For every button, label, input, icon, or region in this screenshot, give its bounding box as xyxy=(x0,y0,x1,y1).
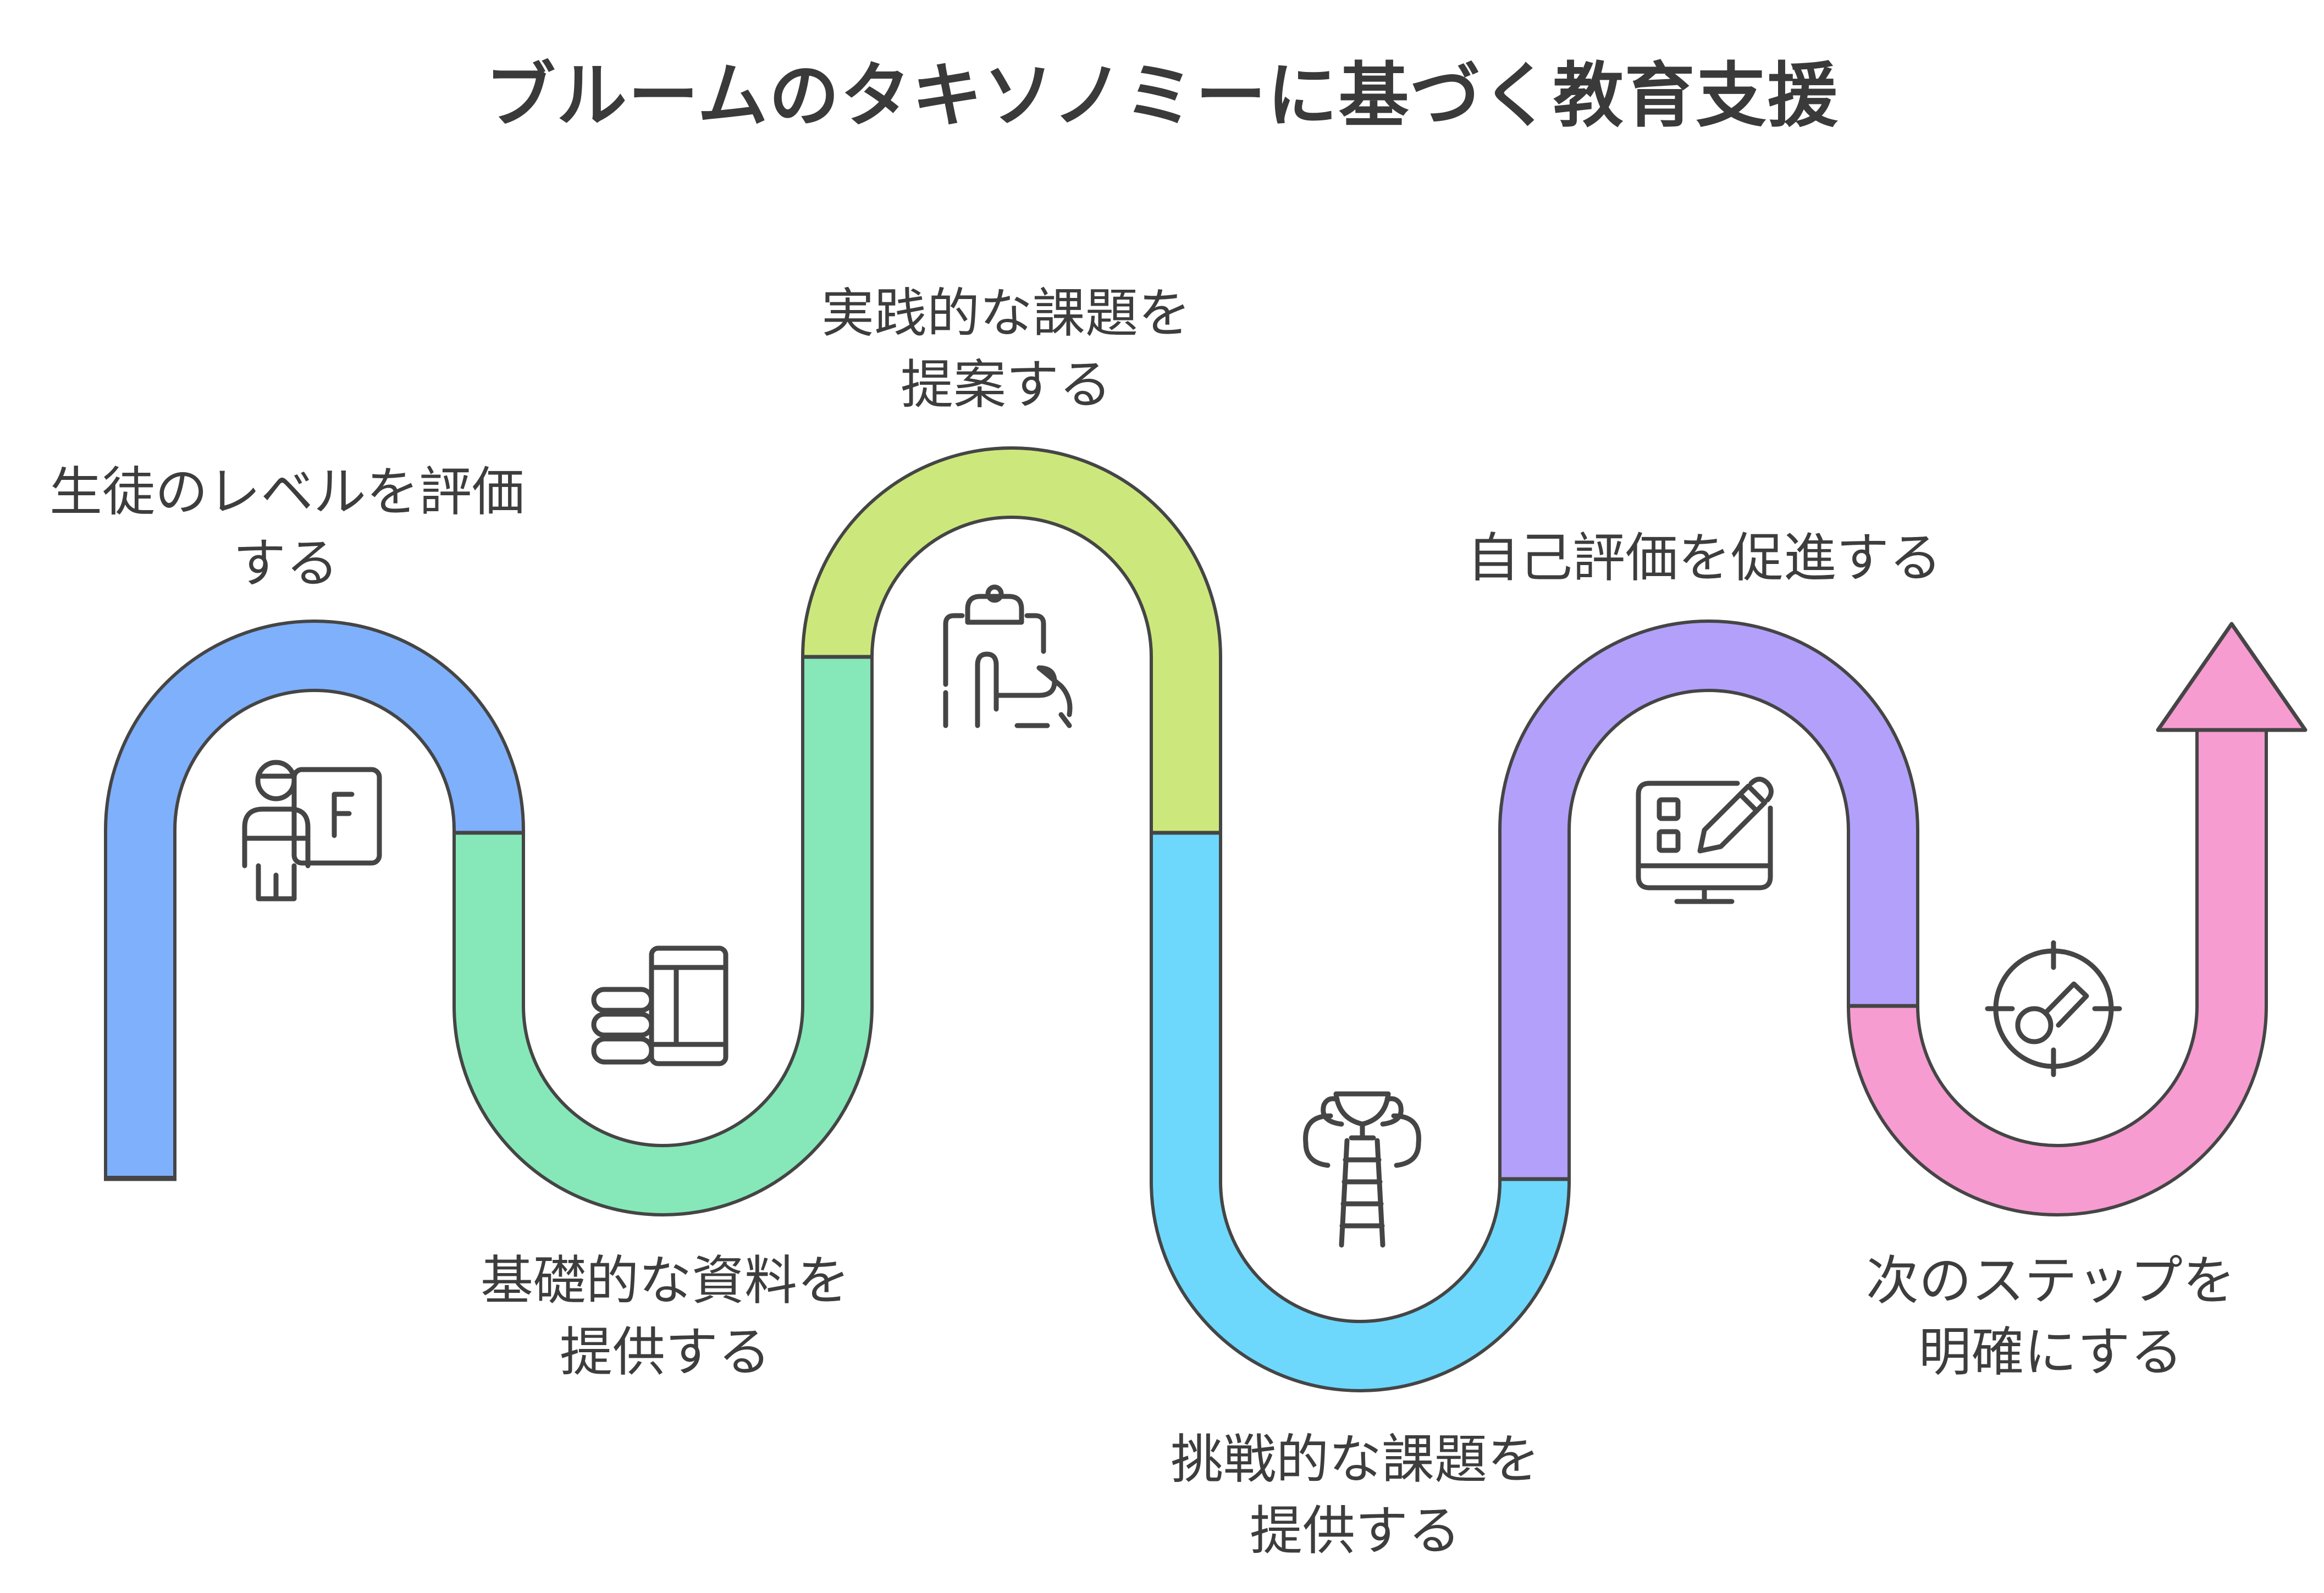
step-label-5: 自己評価を促進する xyxy=(1429,522,1979,594)
teacher-board-icon xyxy=(242,760,382,901)
trophy-ladder-icon xyxy=(1303,1091,1421,1248)
step-label-1-line2: する xyxy=(233,533,339,594)
page-title: ブルームのタキソノミーに基づく教育支援 xyxy=(485,55,1839,137)
segment-fill-1 xyxy=(107,623,522,1176)
step-label-6-line1: 次のステップを xyxy=(1866,1250,2235,1312)
segment-fill-4 xyxy=(1153,833,1567,1389)
step-label-4-line1: 挑戦的な課題を xyxy=(1171,1429,1540,1490)
segment-fill-2 xyxy=(456,657,870,1213)
step-label-4: 挑戦的な課題を 提供する xyxy=(1119,1424,1592,1567)
step-label-6-line2: 明確にする xyxy=(1918,1321,2183,1383)
clipboard-hand-icon xyxy=(943,584,1073,728)
books-stack-icon xyxy=(591,945,728,1066)
step-label-1-line1: 生徒のレベルを評価 xyxy=(49,461,525,523)
target-key-icon xyxy=(1985,940,2122,1077)
monitor-edit-icon xyxy=(1636,777,1774,904)
segment-fill-3 xyxy=(804,450,1219,833)
step-label-3: 実践的な課題を 提案する xyxy=(770,278,1243,421)
step-label-2: 基礎的な資料を 提供する xyxy=(429,1245,902,1388)
step-label-6: 次のステップを 明確にする xyxy=(1814,1245,2287,1388)
step-label-4-line2: 提供する xyxy=(1250,1500,1461,1562)
arrow-head xyxy=(2156,622,2308,732)
step-label-3-line1: 実践的な課題を xyxy=(821,283,1191,344)
step-label-2-line2: 提供する xyxy=(560,1321,771,1383)
segment-fill-5 xyxy=(1502,623,1916,1179)
segment-fill-6 xyxy=(1850,728,2265,1213)
step-label-1: 生徒のレベルを評価 する xyxy=(49,456,525,599)
step-label-5-line1: 自己評価を促進する xyxy=(1467,527,1942,589)
step-label-3-line2: 提案する xyxy=(901,354,1112,416)
step-label-2-line1: 基礎的な資料を xyxy=(481,1250,850,1312)
